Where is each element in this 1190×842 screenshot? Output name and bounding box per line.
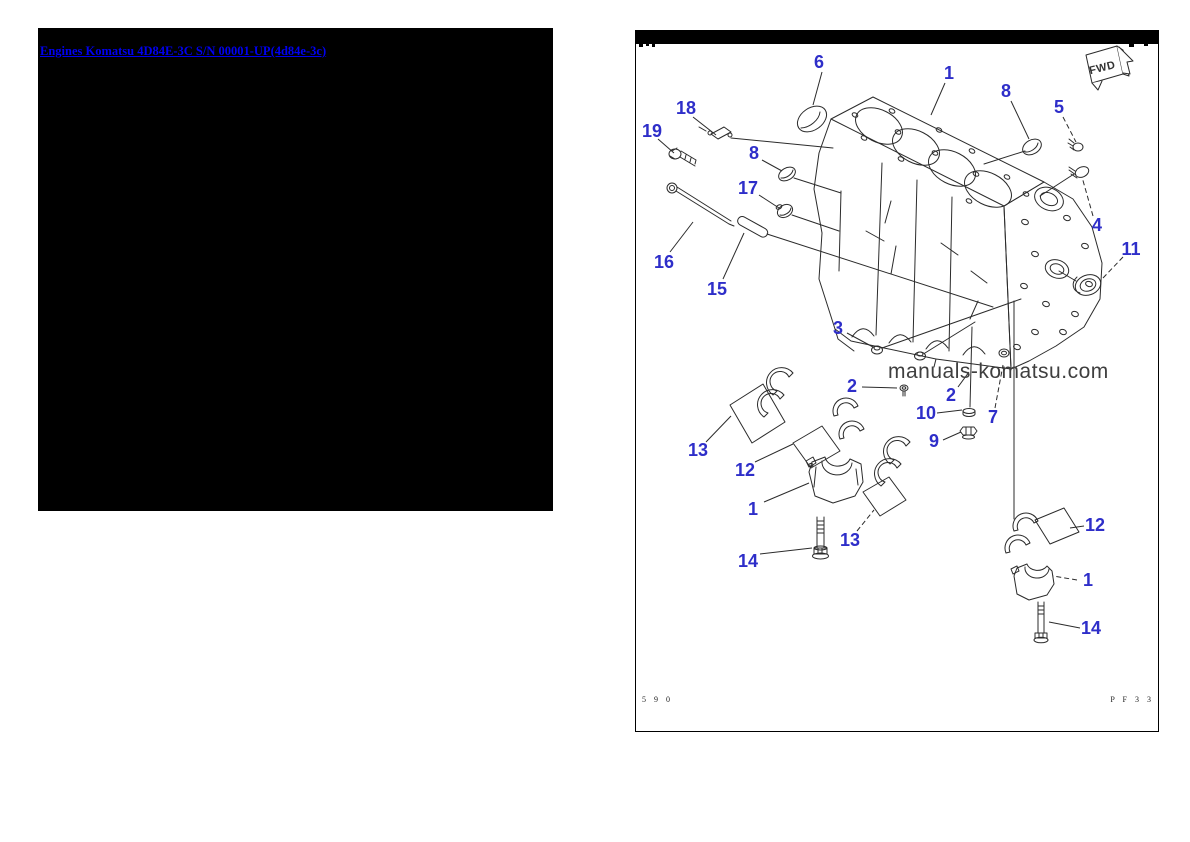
part-2-screw bbox=[899, 384, 909, 397]
leader-lines bbox=[657, 71, 1124, 629]
part-19-bolt bbox=[668, 147, 697, 167]
leader-line bbox=[1062, 116, 1077, 143]
tick-mark bbox=[639, 44, 643, 47]
watermark: manuals-komatsu.com bbox=[888, 360, 1109, 383]
part-18-clip bbox=[698, 126, 834, 149]
leader-line bbox=[761, 159, 783, 172]
leader-line bbox=[669, 221, 694, 253]
part-11-bushing bbox=[1058, 270, 1102, 296]
leader-line bbox=[994, 364, 1004, 409]
leader-line bbox=[759, 547, 813, 555]
callout-14: 14 bbox=[1081, 618, 1101, 638]
callout-8: 8 bbox=[1001, 81, 1011, 101]
callout-15: 15 bbox=[707, 279, 727, 299]
callout-4: 4 bbox=[1092, 215, 1102, 235]
tick-mark bbox=[1144, 44, 1148, 46]
part-14-bolt-right bbox=[1033, 601, 1049, 644]
callout-18: 18 bbox=[676, 98, 696, 118]
part-8-plug-left bbox=[778, 166, 842, 194]
part-12-shells-left bbox=[792, 397, 865, 469]
callout-2: 2 bbox=[946, 385, 956, 405]
callout-12: 12 bbox=[735, 460, 755, 480]
leader-line bbox=[936, 409, 963, 414]
leader-line bbox=[763, 482, 810, 503]
leader-line bbox=[1010, 100, 1030, 140]
callout-1: 1 bbox=[1083, 570, 1093, 590]
part-6-plug bbox=[796, 105, 828, 133]
callout-13: 13 bbox=[840, 530, 860, 550]
part-15-tube bbox=[737, 215, 994, 308]
deck-bolt-holes bbox=[851, 108, 1030, 204]
leader-line bbox=[692, 116, 717, 136]
leader-line bbox=[1069, 525, 1085, 529]
part-13-rings-right bbox=[862, 436, 911, 517]
callout-5: 5 bbox=[1054, 97, 1064, 117]
part-10-washer bbox=[962, 408, 976, 417]
part-14-bolt-left bbox=[812, 516, 829, 560]
callout-1: 1 bbox=[748, 499, 758, 519]
part-8-plug-right bbox=[983, 138, 1042, 165]
part-16-dipstick bbox=[666, 182, 735, 227]
part-12-shells-right bbox=[1004, 507, 1080, 554]
part-7-ring bbox=[998, 348, 1010, 358]
callout-10: 10 bbox=[916, 403, 936, 423]
leader-line bbox=[1081, 176, 1094, 217]
leader-line bbox=[856, 509, 875, 532]
part-1-cap-right bbox=[1010, 563, 1055, 601]
callout-8: 8 bbox=[749, 143, 759, 163]
page-code-right: P F 3 3 bbox=[1110, 695, 1154, 704]
engine-model-link[interactable]: Engines Komatsu 4D84E-3C S/N 00001-UP(4d… bbox=[40, 44, 327, 58]
leader-line bbox=[1052, 575, 1078, 581]
part-17-plug bbox=[775, 203, 840, 232]
fwd-icon: FWD bbox=[1085, 45, 1134, 91]
engine-block-drawing: FWD 191861858174111615322107913121141312… bbox=[642, 45, 1141, 644]
callout-12: 12 bbox=[1085, 515, 1105, 535]
leader-line bbox=[722, 232, 745, 280]
leader-line bbox=[758, 194, 780, 209]
part-2-stud bbox=[969, 326, 973, 408]
leader-line bbox=[846, 332, 874, 348]
callout-9: 9 bbox=[929, 431, 939, 451]
leader-line bbox=[812, 71, 823, 106]
part-9-nut bbox=[959, 426, 978, 440]
page-code-left: 5 9 0 bbox=[642, 695, 673, 704]
tick-mark bbox=[1129, 44, 1134, 47]
part-13-rings-left bbox=[729, 367, 794, 444]
part-4-plug bbox=[1039, 166, 1090, 197]
callout-7: 7 bbox=[988, 407, 998, 427]
part-1-cap-left bbox=[805, 456, 864, 504]
part-3-bolts bbox=[871, 298, 1022, 361]
part-5-plug bbox=[1067, 138, 1084, 152]
callout-6: 6 bbox=[814, 52, 824, 72]
callout-17: 17 bbox=[738, 178, 758, 198]
leader-line bbox=[754, 443, 794, 463]
leader-line bbox=[1102, 256, 1124, 279]
leader-line bbox=[957, 371, 970, 388]
diagram-top-bar bbox=[636, 31, 1158, 44]
leader-line bbox=[861, 386, 898, 389]
tick-mark bbox=[646, 44, 649, 46]
side-plate-holes bbox=[1013, 214, 1093, 351]
callout-16: 16 bbox=[654, 252, 674, 272]
callout-3: 3 bbox=[833, 318, 843, 338]
callout-2: 2 bbox=[847, 376, 857, 396]
left-black-panel bbox=[38, 28, 553, 511]
leader-line bbox=[1048, 621, 1081, 629]
leader-line bbox=[705, 415, 732, 443]
tick-mark bbox=[652, 44, 655, 47]
leader-line bbox=[942, 431, 962, 441]
leader-line bbox=[930, 82, 946, 116]
callout-13: 13 bbox=[688, 440, 708, 460]
callout-1: 1 bbox=[944, 63, 954, 83]
leader-line bbox=[657, 138, 675, 154]
callout-11: 11 bbox=[1121, 239, 1140, 259]
callout-19: 19 bbox=[642, 121, 662, 141]
callout-14: 14 bbox=[738, 551, 758, 571]
